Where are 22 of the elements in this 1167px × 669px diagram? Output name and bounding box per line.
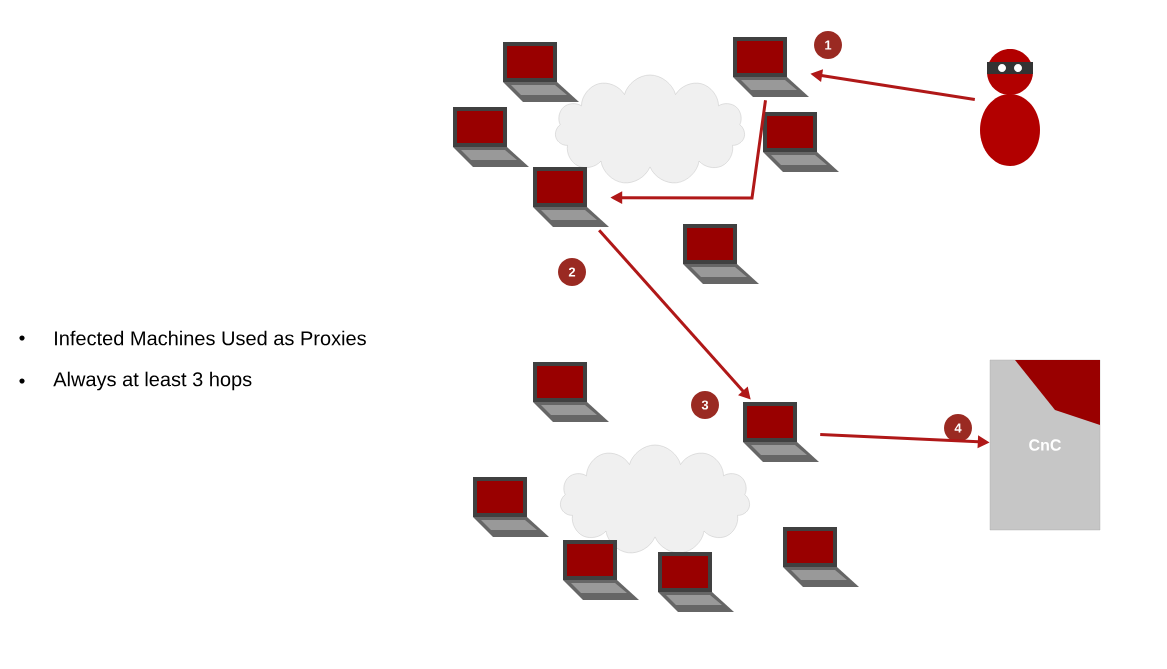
laptop bbox=[783, 527, 859, 587]
laptop bbox=[473, 477, 549, 537]
cloud bbox=[555, 74, 745, 184]
laptop bbox=[683, 224, 759, 284]
laptop bbox=[503, 42, 579, 102]
laptop bbox=[533, 167, 609, 227]
cloud bbox=[560, 444, 750, 554]
step-badge: 4 bbox=[944, 414, 972, 442]
laptop bbox=[563, 540, 639, 600]
laptop bbox=[533, 362, 609, 422]
person bbox=[980, 49, 1040, 166]
laptop bbox=[743, 402, 819, 462]
bullet-item: Always at least 3 hops bbox=[53, 371, 252, 391]
step-badge: 3 bbox=[691, 391, 719, 419]
step-badge: 1 bbox=[814, 31, 842, 59]
bullet-item: Infected Machines Used as Proxies bbox=[55, 330, 366, 346]
laptop bbox=[763, 112, 839, 172]
laptop bbox=[733, 37, 809, 97]
server: CnC bbox=[989, 359, 1101, 531]
laptop bbox=[658, 552, 734, 612]
step-badge: 2 bbox=[558, 258, 586, 286]
laptop bbox=[453, 107, 529, 167]
